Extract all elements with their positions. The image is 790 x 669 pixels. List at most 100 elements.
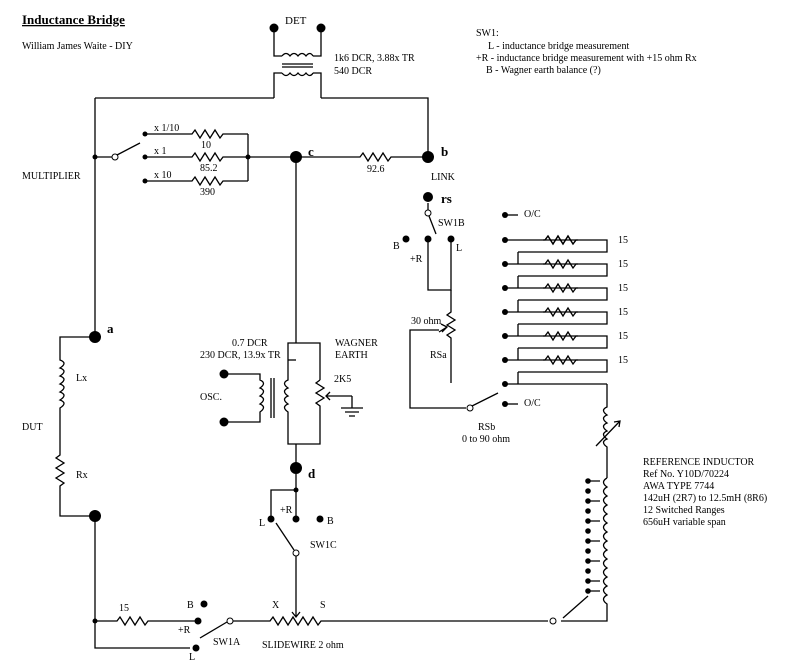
- wagner-earth: WAGNER EARTH 2K5: [314, 338, 378, 417]
- node-rs-label: rs: [441, 191, 452, 206]
- slidewire-s-label: S: [320, 600, 326, 611]
- link-resistor-label: 92.6: [367, 164, 385, 175]
- det-label: DET: [285, 15, 307, 27]
- rsa-wiper[interactable]: [438, 323, 449, 333]
- wagner-wiper[interactable]: [325, 391, 352, 401]
- rsb-pivot[interactable]: [466, 404, 474, 412]
- ref-inductor-line: REFERENCE INDUCTOR: [643, 457, 755, 468]
- ref-inductor-line: Ref No. Y10D/70224: [643, 469, 729, 480]
- link-label: LINK: [431, 172, 456, 183]
- rsa-label: RSa: [430, 350, 447, 361]
- det-spec-2: 540 DCR: [334, 66, 372, 77]
- resistor-10-label: 10: [201, 140, 211, 151]
- sw1c-pivot[interactable]: [292, 549, 300, 557]
- ladder-resistor-label: 15: [618, 259, 628, 270]
- sw1c-l[interactable]: L: [259, 518, 265, 529]
- slidewire-wiper[interactable]: [291, 592, 301, 619]
- sw1b-r[interactable]: +R: [410, 254, 423, 265]
- det-spec-1: 1k6 DCR, 3.88x TR: [334, 53, 415, 64]
- sw1-legend: SW1: L - inductance bridge measurement +…: [476, 28, 697, 76]
- ladder-resistor-label: 15: [618, 283, 628, 294]
- sw1c-r[interactable]: +R: [280, 505, 293, 516]
- rsa-potentiometer: [445, 290, 457, 383]
- osc-spec-2: 230 DCR, 13.9x TR: [200, 350, 281, 361]
- det-primary-coil: [281, 52, 314, 58]
- oc-bottom-label: O/C: [524, 398, 541, 409]
- osc-spec-1: 0.7 DCR: [232, 338, 268, 349]
- node-d-label: d: [308, 466, 316, 481]
- sw1a-r[interactable]: +R: [178, 625, 191, 636]
- sw1-legend-line: L - inductance bridge measurement: [488, 41, 629, 52]
- multiplier-switch-pivot[interactable]: [111, 153, 119, 161]
- rsb-range-label: 0 to 90 ohm: [462, 434, 510, 445]
- multiplier-x1[interactable]: x 1: [154, 146, 167, 157]
- reference-inductor-text: REFERENCE INDUCTOR Ref No. Y10D/70224 AW…: [643, 457, 767, 528]
- author-label: William James Waite - DIY: [22, 41, 133, 52]
- sw1a-label: SW1A: [213, 637, 241, 648]
- ref-inductor-line: 656uH variable span: [643, 517, 726, 528]
- detector-transformer: DET 1k6 DCR, 3.88x TR 540 DCR: [269, 15, 415, 98]
- node-b: [422, 151, 434, 163]
- rs-ladder: O/C 15 15 15 15 15 15 O/C: [502, 209, 628, 409]
- dut-rx-label: Rx: [76, 470, 88, 481]
- ladder-resistor-label: 15: [618, 355, 628, 366]
- left-lower-wire: [94, 516, 190, 649]
- node-d: [290, 462, 302, 474]
- osc-primary-coil: [224, 373, 265, 423]
- rsb-label: RSb: [478, 422, 495, 433]
- osc-secondary-coil: [283, 342, 296, 445]
- resistor-85-label: 85.2: [200, 163, 218, 174]
- sw1c: L +R B SW1C: [259, 474, 337, 592]
- wagner-pot-label: 2K5: [334, 374, 351, 385]
- wagner-label-1: WAGNER: [335, 338, 378, 349]
- wagner-label-2: EARTH: [335, 350, 368, 361]
- dut-label: DUT: [22, 422, 43, 433]
- oc-top-label: O/C: [524, 209, 541, 220]
- top-bus-wire: [95, 97, 429, 157]
- ground-icon: [341, 396, 363, 417]
- multiplier-x10[interactable]: x 10: [154, 170, 172, 181]
- sw1b-l[interactable]: L: [456, 243, 462, 254]
- dut: Lx Rx DUT: [22, 336, 95, 517]
- sw1a: 15 B +R L SW1A: [92, 600, 241, 663]
- node-a-label: a: [107, 321, 114, 336]
- sw1c-b[interactable]: B: [327, 516, 334, 527]
- multiplier-x1-10[interactable]: x 1/10: [154, 123, 179, 134]
- slidewire-label: SLIDEWIRE 2 ohm: [262, 640, 344, 651]
- reference-inductor-variable-arrow[interactable]: [595, 420, 621, 447]
- dut-lx-label: Lx: [76, 373, 87, 384]
- resistor-390-label: 390: [200, 187, 215, 198]
- multiplier-label: MULTIPLIER: [22, 171, 81, 182]
- sw1b-b[interactable]: B: [393, 241, 400, 252]
- ladder-resistor-label: 15: [618, 235, 628, 246]
- range-switch-blade[interactable]: [562, 595, 589, 619]
- ref-inductor-line: 12 Switched Ranges: [643, 505, 725, 516]
- ladder-resistor-label: 15: [618, 307, 628, 318]
- range-switch-pivot[interactable]: [549, 617, 557, 625]
- node-b-label: b: [441, 144, 448, 159]
- ref-inductor-line: 142uH (2R7) to 12.5mH (8R6): [643, 493, 767, 504]
- node-c-label: c: [308, 144, 314, 159]
- wagner-potentiometer: [314, 379, 326, 412]
- sw1b-blade[interactable]: [428, 215, 437, 235]
- diagram-title: Inductance Bridge: [22, 12, 125, 27]
- reference-inductor: [561, 384, 621, 622]
- multiplier-switch-blade[interactable]: [116, 142, 141, 156]
- sw1a-resistor-label: 15: [119, 603, 129, 614]
- sw1a-blade[interactable]: [199, 621, 228, 639]
- dut-lx-rx: [54, 336, 95, 517]
- sw1-legend-title: SW1:: [476, 28, 499, 39]
- sw1a-b[interactable]: B: [187, 600, 194, 611]
- ref-inductor-line: AWA TYPE 7744: [643, 481, 714, 492]
- sw1b-pivot[interactable]: [424, 209, 432, 217]
- slidewire-x-label: X: [272, 600, 280, 611]
- det-secondary-coil: [281, 71, 314, 77]
- rsa-value-label: 30 ohm: [411, 316, 442, 327]
- rsb-blade[interactable]: [471, 392, 499, 407]
- node-rs: [423, 192, 433, 202]
- sw1c-blade[interactable]: [275, 522, 295, 551]
- sw1a-l[interactable]: L: [189, 652, 195, 663]
- sw1a-pivot[interactable]: [226, 617, 234, 625]
- sw1b-label: SW1B: [438, 218, 465, 229]
